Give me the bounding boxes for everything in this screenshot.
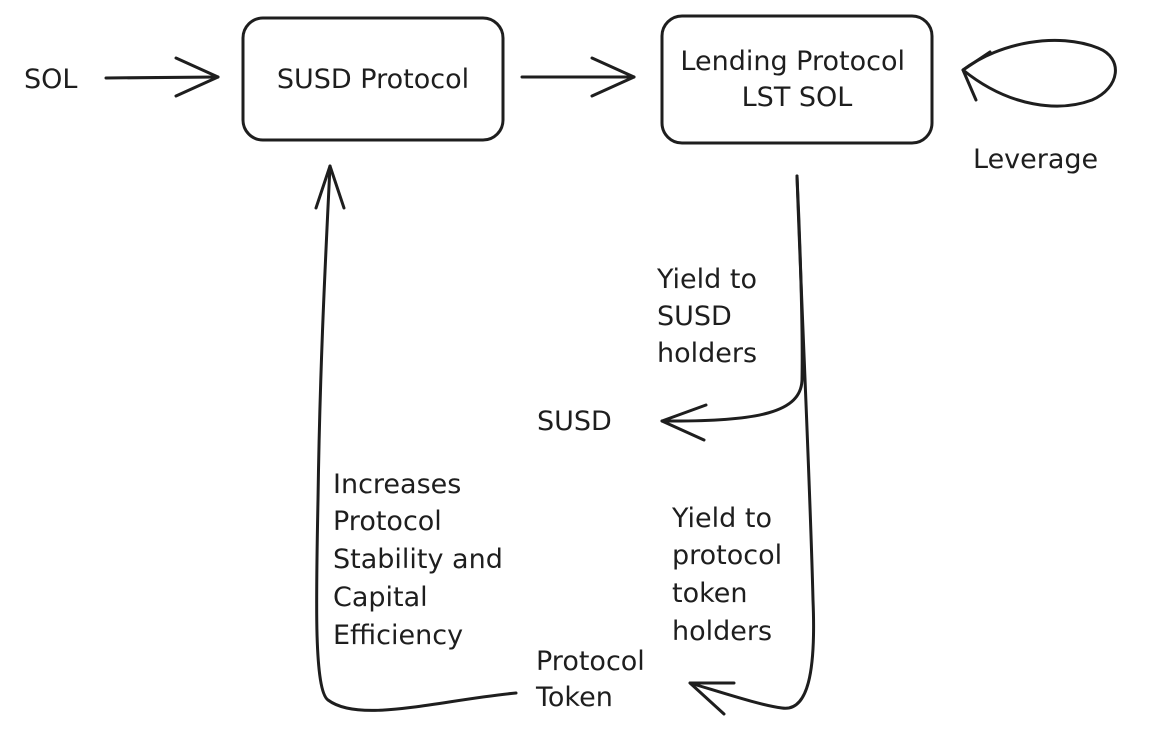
arrow-lending-to-protocol-token [688,174,816,716]
yield-susd-holders-label: Yield to SUSD holders [656,264,766,369]
arrow-sol-to-susd-protocol [104,56,220,98]
leverage-label: Leverage [973,144,1098,175]
stability-efficiency-label: Increases Protocol Stability and Capital… [333,469,511,651]
lending-protocol-box [660,14,934,145]
yield-protocol-token-holders-label: Yield to protocol token holders [671,503,791,647]
arrow-protocol-token-to-susd-protocol [314,164,518,712]
susd-protocol-box [241,16,505,142]
susd-protocol-label: SUSD Protocol [277,64,469,95]
arrow-susd-protocol-to-lending [520,56,636,98]
sol-label: SOL [24,64,77,95]
lending-protocol-label: Lending Protocol LST SOL [680,46,913,113]
protocol-token-label: Protocol Token [535,646,653,713]
susd-label: SUSD [537,406,612,437]
leverage-loop-arrow [961,38,1117,108]
